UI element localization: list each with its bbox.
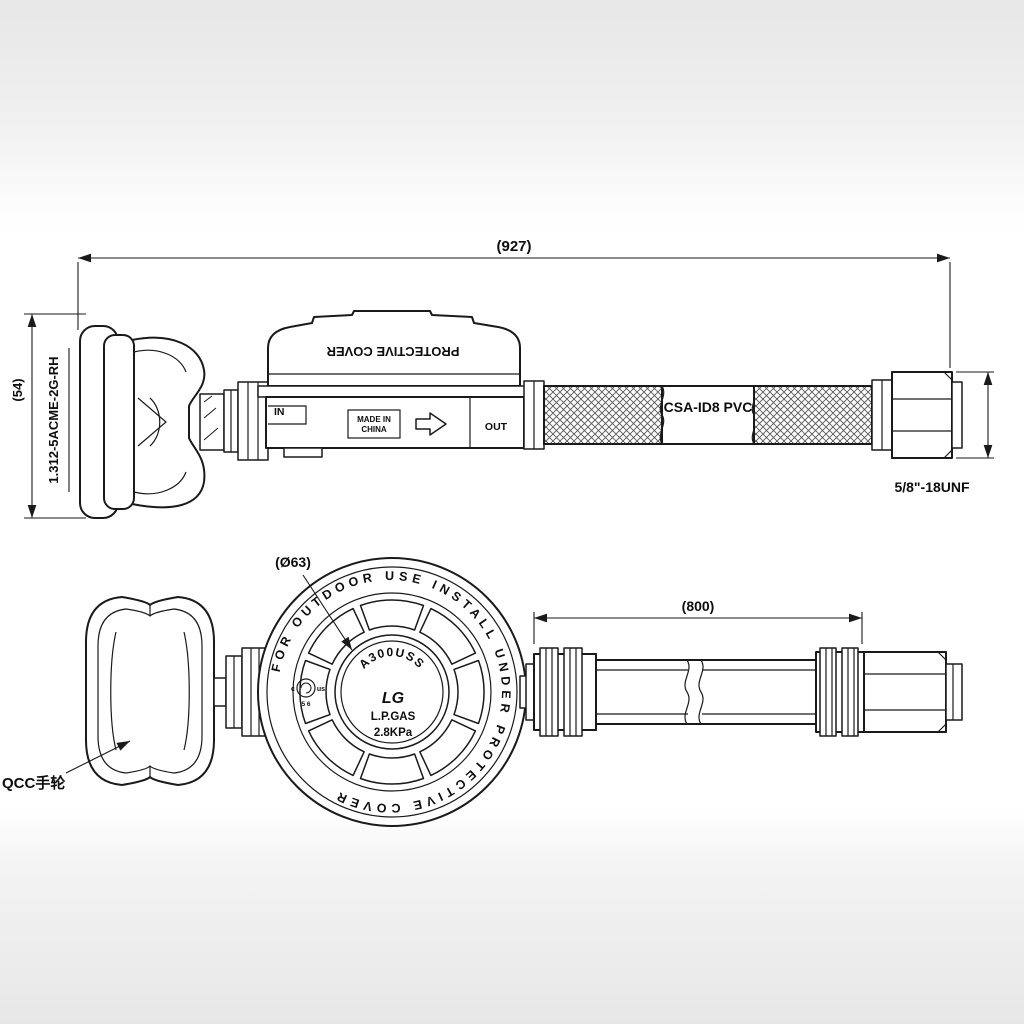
protective-cover-label: PROTECTIVE COVER <box>326 344 460 359</box>
outlet-thread-callout: 5/8"-18UNF <box>894 371 994 495</box>
pressure-text: 2.8KPa <box>374 727 413 739</box>
outlet-thread-text: 5/8"-18UNF <box>894 479 970 495</box>
knob-callout: QCC手轮 <box>2 740 131 792</box>
cert-right-text: us <box>317 686 325 693</box>
front-view: FOR OUTDOOR USE INSTALL UNDER PROTECTIVE… <box>2 554 963 827</box>
brand-logo: LG <box>382 690 404 707</box>
diameter-callout: (Ø63) <box>275 554 353 651</box>
regulator-front: FOR OUTDOOR USE INSTALL UNDER PROTECTIVE… <box>257 557 527 827</box>
outlet-fitting-side <box>871 371 963 459</box>
certification-mark: c us 5 6 <box>291 678 325 708</box>
hose-spec-label: CSA-ID8 PVC <box>664 399 753 415</box>
side-view: PROTECTIVE COVER IN MADE IN CHINA OUT CS… <box>10 238 994 519</box>
dim-overall-text: (927) <box>496 238 531 255</box>
dim-hose-length-text: (800) <box>682 598 715 614</box>
port-out-label: OUT <box>485 421 508 433</box>
inlet-thread-text: 1.312-5ACME-2G-RH <box>46 356 61 483</box>
flow-arrow-icon <box>415 412 447 436</box>
gas-type-text: L.P.GAS <box>371 711 416 723</box>
dim-overall-length: (927) <box>77 238 951 368</box>
made-in-line1: MADE IN <box>357 415 391 424</box>
handwheel-side <box>79 325 225 519</box>
knob-label-text: QCC手轮 <box>2 774 65 792</box>
dim-height: (54) <box>10 313 86 519</box>
cert-numbers-text: 5 6 <box>301 701 310 708</box>
dim-diameter-text: (Ø63) <box>275 554 311 570</box>
dim-hose-length: (800) <box>533 598 863 644</box>
hose-side: CSA-ID8 PVC <box>523 380 873 450</box>
hose-front <box>519 647 963 737</box>
made-in-line2: CHINA <box>361 425 387 434</box>
dim-height-text: (54) <box>10 378 25 401</box>
inlet-thread-callout: 1.312-5ACME-2G-RH <box>46 348 70 492</box>
regulator-side: PROTECTIVE COVER IN MADE IN CHINA OUT <box>257 310 529 458</box>
cert-left-text: c <box>291 686 295 693</box>
port-in-label: IN <box>274 406 285 418</box>
handwheel-front <box>85 596 215 786</box>
vent-slots <box>299 599 485 785</box>
